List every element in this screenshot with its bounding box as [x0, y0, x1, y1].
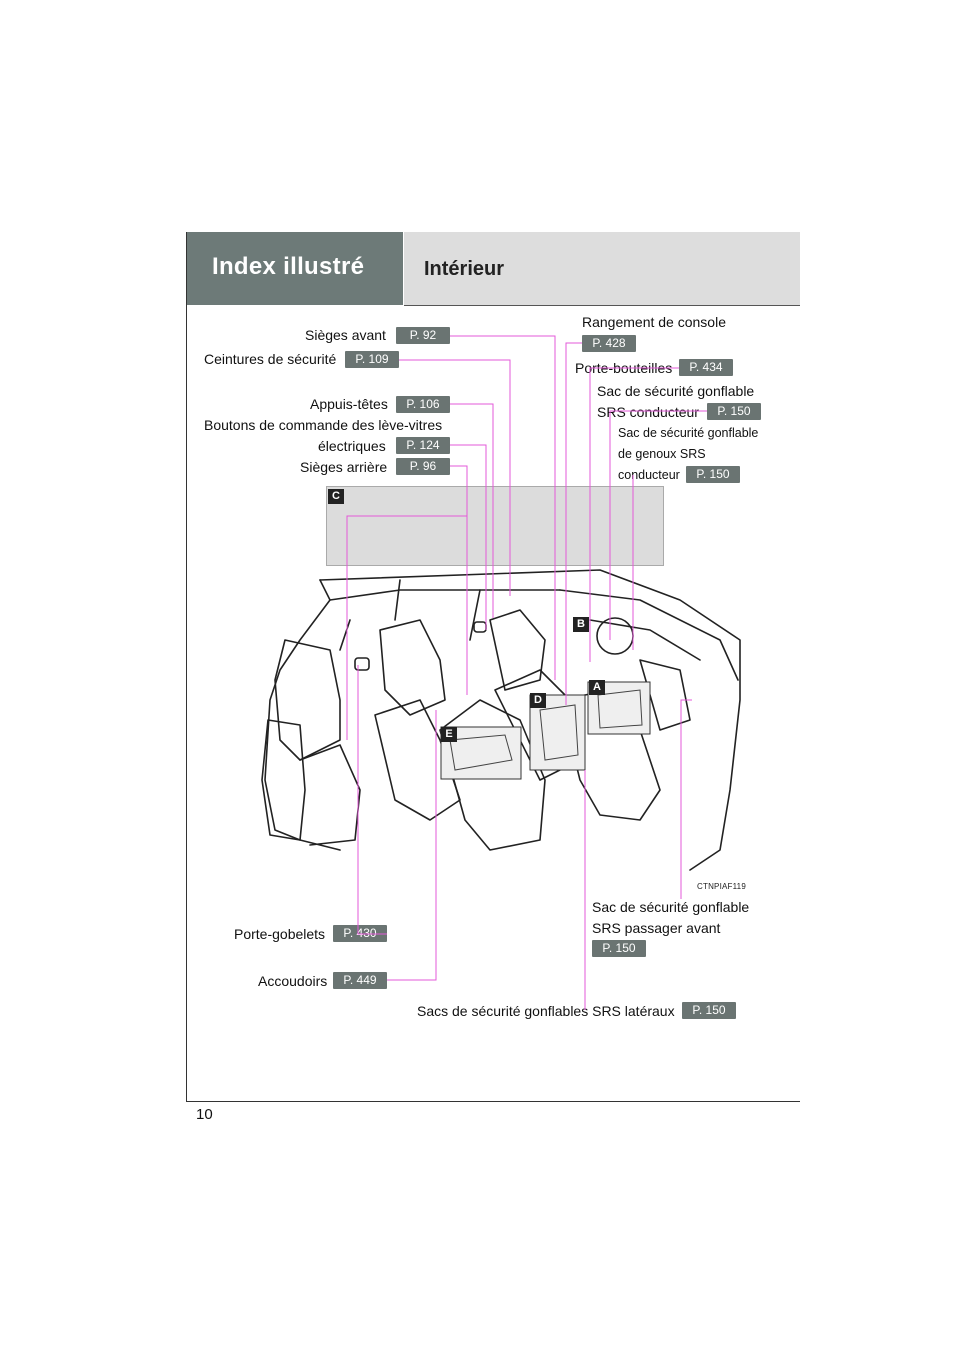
label-sac-passager-line2: SRS passager avant	[592, 920, 721, 936]
marker-b: B	[573, 617, 589, 632]
label-porte-gobelets: Porte-gobelets	[234, 926, 326, 942]
section-header	[187, 232, 403, 305]
marker-c: C	[328, 489, 344, 504]
page-frame-bottom	[186, 1101, 800, 1102]
label-sac-genoux-line1: Sac de sécurité gonflable	[618, 426, 759, 440]
page-badge-porte-bouteilles[interactable]: P. 434	[679, 359, 733, 376]
label-sacs-lateraux: Sacs de sécurité gonflables SRS latéraux	[417, 1003, 675, 1019]
page-badge-accoudoirs[interactable]: P. 449	[333, 972, 387, 989]
label-ceintures: Ceintures de sécurité	[204, 351, 337, 367]
marker-a: A	[589, 680, 605, 695]
vehicle-interior-drawing	[261, 569, 741, 871]
subsection-header	[404, 232, 800, 306]
page-badge-sacs-lateraux[interactable]: P. 150	[682, 1002, 736, 1019]
marker-e: E	[441, 727, 457, 742]
page-badge-rangement-console[interactable]: P. 428	[582, 335, 636, 352]
label-rangement-console: Rangement de console	[582, 314, 726, 330]
image-code: CTNPIAF119	[697, 882, 746, 891]
label-sieges-arriere: Sièges arrière	[300, 459, 388, 475]
page-badge-sieges-arriere[interactable]: P. 96	[396, 458, 450, 475]
page-badge-sieges-avant[interactable]: P. 92	[396, 327, 450, 344]
label-sac-conducteur-line1: Sac de sécurité gonflable	[597, 383, 755, 399]
label-sieges-avant: Sièges avant	[305, 327, 386, 343]
label-sac-passager-line1: Sac de sécurité gonflable	[592, 899, 750, 915]
page-badge-leve-vitres[interactable]: P. 124	[396, 437, 450, 454]
label-appuis-tetes: Appuis-têtes	[310, 396, 388, 412]
label-accoudoirs: Accoudoirs	[258, 973, 328, 989]
subsection-title: Intérieur	[424, 258, 505, 280]
page-badge-ceintures[interactable]: P. 109	[345, 351, 399, 368]
section-title: Index illustré	[212, 253, 365, 280]
page-badge-sac-passager[interactable]: P. 150	[592, 940, 646, 957]
page-badge-sac-conducteur[interactable]: P. 150	[707, 403, 761, 420]
page-badge-sac-genoux[interactable]: P. 150	[686, 466, 740, 483]
page-badge-appuis-tetes[interactable]: P. 106	[396, 396, 450, 413]
leader-lines	[346, 335, 707, 1010]
marker-d: D	[530, 693, 546, 708]
label-leve-vitres-line2: électriques	[318, 438, 386, 454]
label-leve-vitres-line1: Boutons de commande des lève-vitres	[204, 417, 443, 433]
page-number: 10	[196, 1106, 213, 1123]
label-sac-conducteur-line2: SRS conducteur	[597, 404, 699, 420]
label-sac-genoux-line2: de genoux SRS	[618, 447, 706, 461]
page-frame-left	[186, 232, 187, 1102]
inset-box-c	[326, 486, 664, 566]
